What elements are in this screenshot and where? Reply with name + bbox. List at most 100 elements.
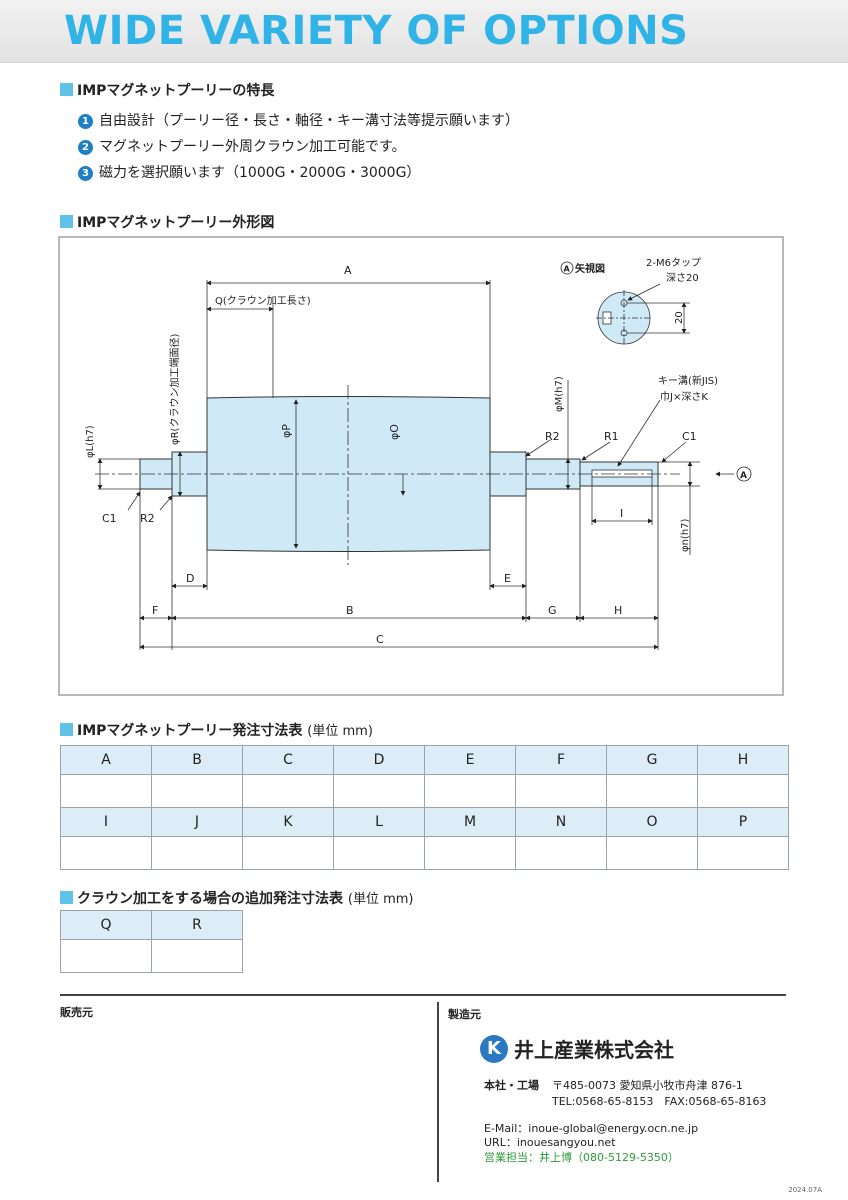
blank-cell xyxy=(60,774,152,808)
table-input-row xyxy=(60,774,789,808)
label-Q: Q(クラウン加工長さ) xyxy=(215,295,311,307)
header-cell: N xyxy=(515,807,607,837)
label-C1-right: C1 xyxy=(682,430,697,443)
label-H: H xyxy=(614,604,622,617)
section-square-icon xyxy=(60,723,73,736)
blank-cell xyxy=(515,836,607,870)
header-cell: B xyxy=(151,745,243,775)
header-cell: A xyxy=(60,745,152,775)
header-cell: F xyxy=(515,745,607,775)
label-C: C xyxy=(376,633,384,646)
label-view-title: 矢視図 xyxy=(575,262,605,275)
blank-cell xyxy=(606,774,698,808)
section-square-icon xyxy=(60,83,73,96)
section-square-icon xyxy=(60,891,73,904)
header-cell: Q xyxy=(60,910,152,940)
header-cell: I xyxy=(60,807,152,837)
header-cell: L xyxy=(333,807,425,837)
banner-title: WIDE VARIETY OF OPTIONS xyxy=(64,8,689,54)
header-cell: R xyxy=(151,910,243,940)
header-cell: G xyxy=(606,745,698,775)
blank-cell xyxy=(333,836,425,870)
label-view-arrow: A xyxy=(740,471,747,481)
blank-cell xyxy=(697,774,789,808)
blank-cell xyxy=(424,774,516,808)
label-n: φn(h7) xyxy=(680,518,691,552)
label-20: 20 xyxy=(674,311,685,324)
header-cell: H xyxy=(697,745,789,775)
blank-cell xyxy=(151,836,243,870)
header-cell: C xyxy=(242,745,334,775)
table-input-row xyxy=(60,836,789,870)
blank-cell xyxy=(606,836,698,870)
address: 〒485-0073 愛知県小牧市舟津 876-1 xyxy=(552,1079,743,1092)
header-cell: M xyxy=(424,807,516,837)
label-D: D xyxy=(186,572,194,585)
keyway xyxy=(591,469,653,478)
header-cell: E xyxy=(424,745,516,775)
blank-cell xyxy=(515,774,607,808)
header-cell: D xyxy=(333,745,425,775)
label-C1-left: C1 xyxy=(102,512,117,525)
tel-fax: TEL:0568-65-8153 FAX:0568-65-8163 xyxy=(552,1095,767,1108)
features-heading: IMPマグネットプーリーの特長 xyxy=(60,80,274,100)
version-code: 2024.07A xyxy=(788,1186,822,1194)
maker-label: 製造元 xyxy=(448,1008,481,1021)
section-square-icon xyxy=(60,215,73,228)
blank-cell xyxy=(424,836,516,870)
label-tap-depth: 深さ20 xyxy=(666,272,699,284)
company-name: 井上産業株式会社 xyxy=(514,1038,674,1062)
label-A: A xyxy=(344,264,352,277)
blank-cell xyxy=(697,836,789,870)
blank-cell xyxy=(60,836,152,870)
header-banner: WIDE VARIETY OF OPTIONS xyxy=(0,0,848,63)
header-cell: P xyxy=(697,807,789,837)
label-F: F xyxy=(152,604,158,617)
label-R2-left: R2 xyxy=(140,512,155,525)
website-url: URL：inouesangyou.net xyxy=(484,1136,616,1149)
sales-contact: 営業担当：井上博（080-5129-5350） xyxy=(484,1151,679,1164)
label-R2-right: R2 xyxy=(545,430,560,443)
drawing-heading: IMPマグネットプーリー外形図 xyxy=(60,212,274,232)
label-P: φP xyxy=(280,424,293,438)
address-label: 本社・工場 xyxy=(484,1079,539,1092)
pulley-drawing: A Q(クラウン加工長さ) φP φO φR(クラウン加工端面径) φL(h7)… xyxy=(58,236,784,696)
label-view-letter: A xyxy=(564,265,571,274)
number-badge: 2 xyxy=(78,140,93,155)
label-keyway-size: 巾J×深さK xyxy=(660,390,708,403)
email: E-Mail：inoue-global@energy.ocn.ne.jp xyxy=(484,1122,699,1135)
blank-cell xyxy=(151,939,243,973)
pulley-outline-diagram: A Q(クラウン加工長さ) φP φO φR(クラウン加工端面径) φL(h7)… xyxy=(85,257,752,650)
table-input-row xyxy=(60,939,243,973)
blank-cell xyxy=(151,774,243,808)
label-I: I xyxy=(620,507,623,520)
label-R1: R1 xyxy=(604,430,619,443)
blank-cell xyxy=(60,939,152,973)
seller-label: 販売元 xyxy=(60,1006,93,1019)
footer-vertical-divider xyxy=(437,1002,439,1182)
label-B: B xyxy=(346,604,354,617)
label-L: φL(h7) xyxy=(85,425,96,458)
footer-divider xyxy=(60,994,786,996)
header-cell: K xyxy=(242,807,334,837)
blank-cell xyxy=(242,836,334,870)
company-logo-icon: K xyxy=(480,1034,508,1063)
label-keyway: キー溝(新JIS) xyxy=(658,374,718,387)
label-R: φR(クラウン加工端面径) xyxy=(168,334,181,445)
number-badge: 3 xyxy=(78,166,93,181)
label-E: E xyxy=(504,572,511,585)
order-table-heading: IMPマグネットプーリー発注寸法表 (単位 mm) xyxy=(60,720,373,740)
header-cell: O xyxy=(606,807,698,837)
number-badge: 1 xyxy=(78,114,93,129)
header-cell: J xyxy=(151,807,243,837)
label-tap: 2-M6タップ xyxy=(646,257,701,269)
